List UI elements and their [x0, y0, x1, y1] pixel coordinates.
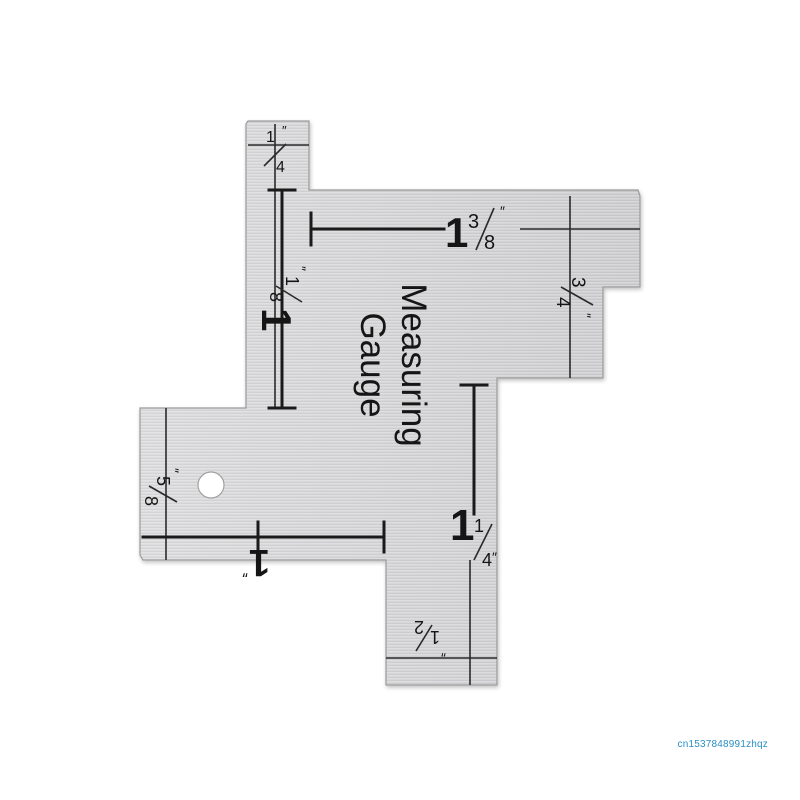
- label-half: 1 2 ″: [414, 617, 446, 660]
- svg-text:8: 8: [141, 496, 161, 506]
- svg-text:1: 1: [445, 209, 468, 256]
- svg-text:5: 5: [153, 476, 173, 486]
- svg-text:4: 4: [276, 159, 285, 176]
- svg-text:″: ″: [578, 313, 594, 318]
- label-one: 1 ″: [242, 541, 270, 583]
- svg-text:4: 4: [552, 297, 573, 308]
- svg-text:1: 1: [282, 276, 302, 286]
- label-five-eighths: 5 8 ″: [141, 468, 182, 506]
- hanging-hole: [197, 471, 225, 499]
- label-one-quarter: 1 1 4 ″: [450, 501, 497, 570]
- svg-text:1: 1: [430, 627, 440, 647]
- svg-text:3: 3: [468, 211, 479, 233]
- title-line2: Gauge: [353, 312, 392, 417]
- svg-text:1: 1: [249, 541, 270, 583]
- watermark: cn1537848991zhqz: [677, 739, 768, 750]
- svg-text:1: 1: [253, 308, 300, 331]
- svg-text:″: ″: [293, 266, 309, 271]
- svg-text:2: 2: [414, 617, 424, 637]
- svg-text:″: ″: [500, 203, 505, 219]
- title-line1: Measuring: [394, 283, 433, 446]
- guide-lines: [143, 124, 640, 685]
- measurement-ticks: [141, 188, 489, 554]
- svg-text:″: ″: [242, 562, 248, 579]
- svg-text:″: ″: [282, 123, 287, 138]
- svg-text:3: 3: [567, 277, 588, 288]
- label-quarter-top: 1 ″ 4: [263, 123, 287, 176]
- label-one-three-eighths: 1 3 8 ″: [445, 203, 505, 256]
- svg-text:″: ″: [441, 644, 446, 660]
- gauge-plate: [139, 120, 641, 686]
- svg-text:4: 4: [482, 550, 492, 570]
- svg-text:1: 1: [450, 501, 474, 550]
- svg-text:″: ″: [492, 549, 497, 565]
- svg-text:1: 1: [474, 516, 484, 536]
- svg-text:8: 8: [484, 232, 495, 254]
- gauge-title: Measuring Gauge: [353, 283, 433, 446]
- svg-text:1: 1: [266, 129, 275, 146]
- svg-text:″: ″: [166, 468, 182, 473]
- label-three-quarter: 3 4 ″: [552, 277, 594, 318]
- svg-text:8: 8: [266, 292, 286, 302]
- label-one-eighth: 1 1 8 ″: [253, 266, 309, 331]
